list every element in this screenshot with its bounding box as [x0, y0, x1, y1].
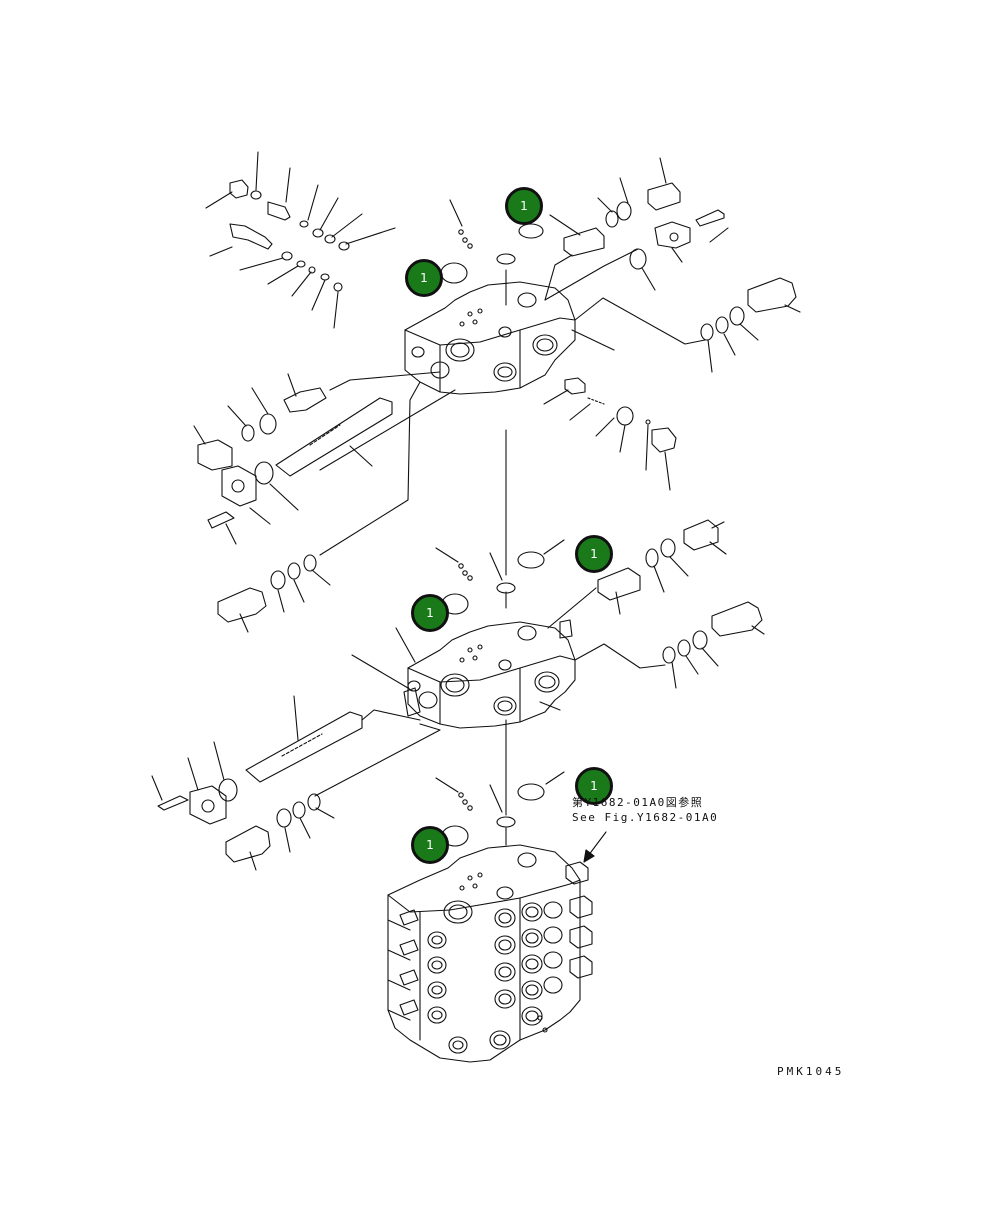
- figure-code: PMK1045: [777, 1065, 845, 1078]
- callout-badge[interactable]: 1: [405, 259, 443, 297]
- bottom-valve-assembly: [387, 771, 607, 1063]
- top-valve-section: [193, 151, 801, 556]
- callout-badge[interactable]: 1: [575, 535, 613, 573]
- middle-valve-section: [151, 519, 765, 871]
- callout-badge[interactable]: 1: [575, 767, 613, 805]
- figure-reference-english: See Fig.Y1682-01A0: [572, 811, 719, 824]
- figure-reference-japanese: 第Y1682-01A0図参照: [572, 796, 704, 809]
- callout-badge[interactable]: 1: [411, 594, 449, 632]
- callout-badge[interactable]: 1: [505, 187, 543, 225]
- callout-badge[interactable]: 1: [411, 826, 449, 864]
